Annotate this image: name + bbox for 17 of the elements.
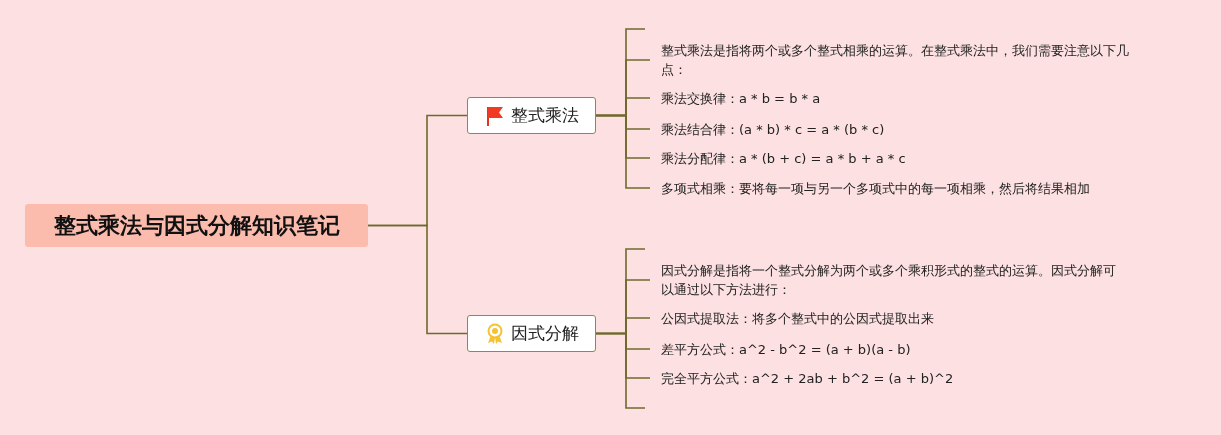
connector-line [595,114,651,189]
connector-line [367,224,468,335]
note-text: 多项式相乘：要将每一项与另一个多项式中的每一项相乘，然后将结果相加 [650,178,1180,198]
connector-line [595,332,651,379]
note-text: 乘法结合律：(a * b) * c = a * (b * c) [650,119,1180,139]
note-text: 整式乘法是指将两个或多个整式相乘的运算。在整式乘法中，我们需要注意以下几点： [650,41,1146,79]
topic-label: 因式分解 [510,322,579,345]
note-text: 差平方公式：a^2 - b^2 = (a + b)(a - b) [650,339,1180,359]
topic-label: 整式乘法 [510,104,579,127]
topic-box [467,315,596,352]
note-text: 完全平方公式：a^2 + 2ab + b^2 = (a + b)^2 [650,368,1180,388]
note-text: 乘法交换律：a * b = b * a [650,88,1180,108]
note-text: 乘法分配律：a * (b + c) = a * b + a * c [650,148,1180,168]
title-box: 整式乘法与因式分解知识笔记 [25,204,368,247]
topic-box [467,97,596,134]
note-text: 公因式提取法：将多个整式中的公因式提取出来 [650,308,1180,328]
note-text: 因式分解是指将一个整式分解为两个或多个乘积形式的整式的运算。因式分解可以通过以下方法进行： [650,261,1120,299]
